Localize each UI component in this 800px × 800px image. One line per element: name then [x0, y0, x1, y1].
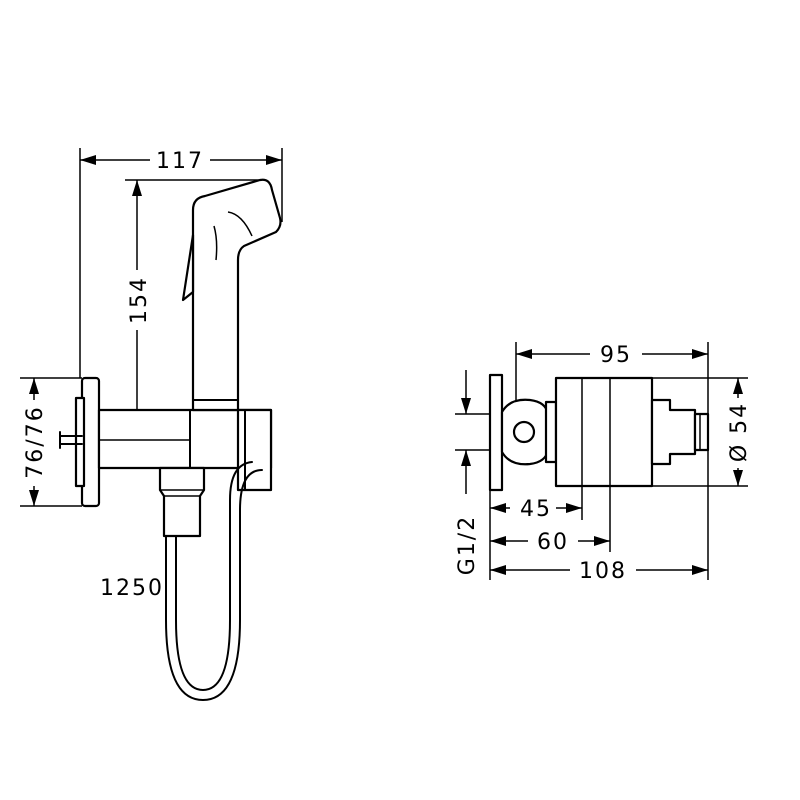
hand-shower-body: [191, 178, 282, 412]
hose-connector: [158, 466, 206, 538]
dimension-g12-label: G1/2: [455, 515, 480, 575]
dimension-diameter-54: Ø 54: [727, 378, 752, 486]
dimension-60-label: 60: [537, 530, 569, 555]
dimension-45: 45: [490, 497, 582, 522]
dimension-76-76-label: 76/76: [23, 405, 48, 478]
valve-mounting-plate: [488, 373, 504, 492]
dimension-diameter-54-label: Ø 54: [727, 402, 752, 462]
dimension-1250-label: 1250: [100, 576, 164, 601]
holder-clip: [236, 408, 273, 492]
hand-shower-spray-face: [227, 211, 253, 237]
dimension-117-label: 117: [156, 149, 204, 174]
dimension-95: 95: [516, 343, 708, 368]
right-side-view: 95 Ø 54 G1/2 45: [455, 342, 752, 584]
dimension-108: 108: [490, 559, 708, 584]
dimension-60: 60: [490, 530, 610, 555]
dimension-154-label: 154: [127, 276, 152, 324]
hose: [165, 469, 263, 701]
dimension-g12: G1/2: [455, 370, 480, 575]
hand-shower-trigger: [181, 233, 195, 302]
dimension-95-label: 95: [600, 343, 632, 368]
dimension-45-label: 45: [520, 497, 552, 522]
valve-body: [554, 376, 654, 488]
wall-plate-knob: [74, 396, 86, 488]
valve-neck: [544, 400, 558, 464]
dimension-108-label: 108: [579, 559, 627, 584]
valve-spindle: [650, 398, 697, 466]
dimension-76-76: 76/76: [23, 378, 48, 506]
left-side-view: 117 154 76/76: [20, 148, 283, 701]
dimension-117: 117: [80, 149, 282, 174]
valve-thread-hole: [512, 420, 536, 444]
dimension-154: 154: [127, 180, 152, 440]
valve-spindle-tip: [693, 412, 710, 452]
